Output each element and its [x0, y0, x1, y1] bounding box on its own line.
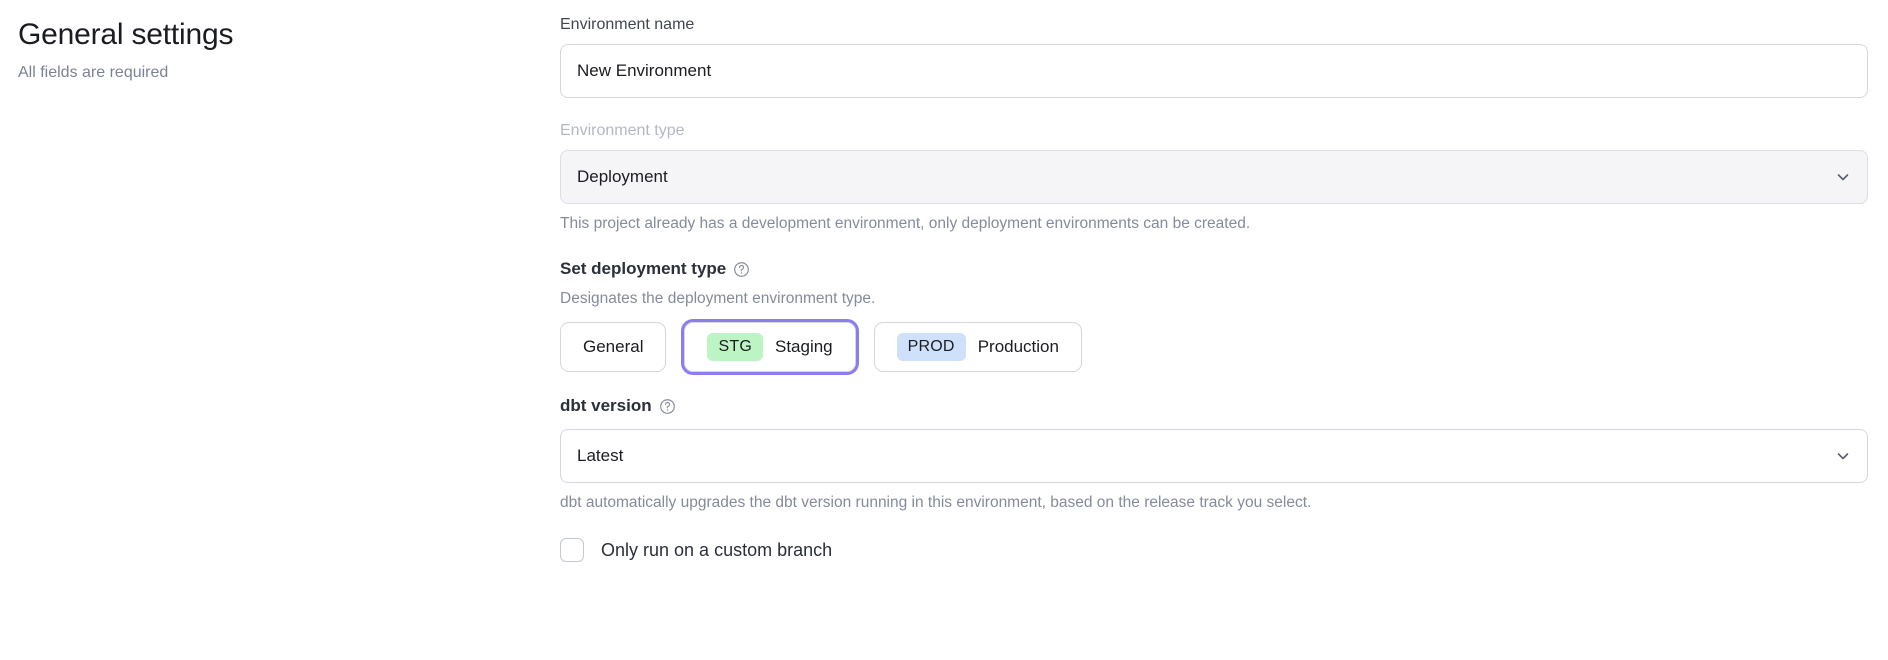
- production-badge: PROD: [896, 333, 966, 361]
- deployment-type-option-general[interactable]: General: [560, 322, 667, 372]
- page-header: General settings All fields are required: [18, 16, 518, 84]
- environment-name-input[interactable]: New Environment: [560, 44, 1868, 98]
- deployment-type-option-general-label: General: [583, 337, 644, 356]
- deployment-type-options: General STG Staging PROD Production: [560, 322, 1868, 372]
- deployment-type-field-group: Set deployment type Designates the deplo…: [560, 257, 1868, 372]
- custom-branch-checkbox[interactable]: [560, 538, 584, 562]
- deployment-type-heading-text: Set deployment type: [560, 259, 727, 278]
- chevron-down-icon: [1835, 448, 1851, 464]
- staging-badge: STG: [707, 333, 763, 361]
- dbt-version-heading: dbt version: [560, 394, 1868, 418]
- question-circle-icon[interactable]: [659, 398, 676, 415]
- environment-type-select[interactable]: Deployment: [560, 150, 1868, 204]
- environment-name-field-group: Environment name New Environment: [560, 14, 1868, 98]
- deployment-type-option-production[interactable]: PROD Production: [873, 322, 1082, 372]
- environment-type-field-group: Environment type Deployment This project…: [560, 120, 1868, 235]
- environment-type-help: This project already has a development e…: [560, 215, 1251, 232]
- environment-type-value: Deployment: [577, 167, 668, 186]
- environment-name-value: New Environment: [577, 61, 712, 80]
- dbt-version-value: Latest: [577, 446, 624, 465]
- deployment-type-option-production-label: Production: [977, 337, 1059, 356]
- environment-name-label: Environment name: [560, 16, 695, 33]
- page-subtitle: All fields are required: [18, 64, 169, 81]
- settings-form: Environment name New Environment Environ…: [560, 14, 1868, 562]
- environment-type-label: Environment type: [560, 122, 685, 139]
- dbt-version-select[interactable]: Latest: [560, 429, 1868, 483]
- custom-branch-row: Only run on a custom branch: [560, 538, 1868, 562]
- question-circle-icon[interactable]: [733, 261, 750, 278]
- deployment-type-option-staging[interactable]: STG Staging: [684, 322, 856, 372]
- deployment-type-option-staging-label: Staging: [774, 337, 833, 356]
- custom-branch-label[interactable]: Only run on a custom branch: [601, 540, 833, 560]
- deployment-type-description: Designates the deployment environment ty…: [560, 290, 876, 307]
- dbt-version-field-group: dbt version Latest dbt automatically upg…: [560, 394, 1868, 514]
- deployment-type-heading: Set deployment type: [560, 257, 1868, 281]
- chevron-down-icon: [1835, 169, 1851, 185]
- page-title: General settings: [18, 18, 234, 51]
- dbt-version-help: dbt automatically upgrades the dbt versi…: [560, 494, 1312, 511]
- dbt-version-heading-text: dbt version: [560, 396, 652, 415]
